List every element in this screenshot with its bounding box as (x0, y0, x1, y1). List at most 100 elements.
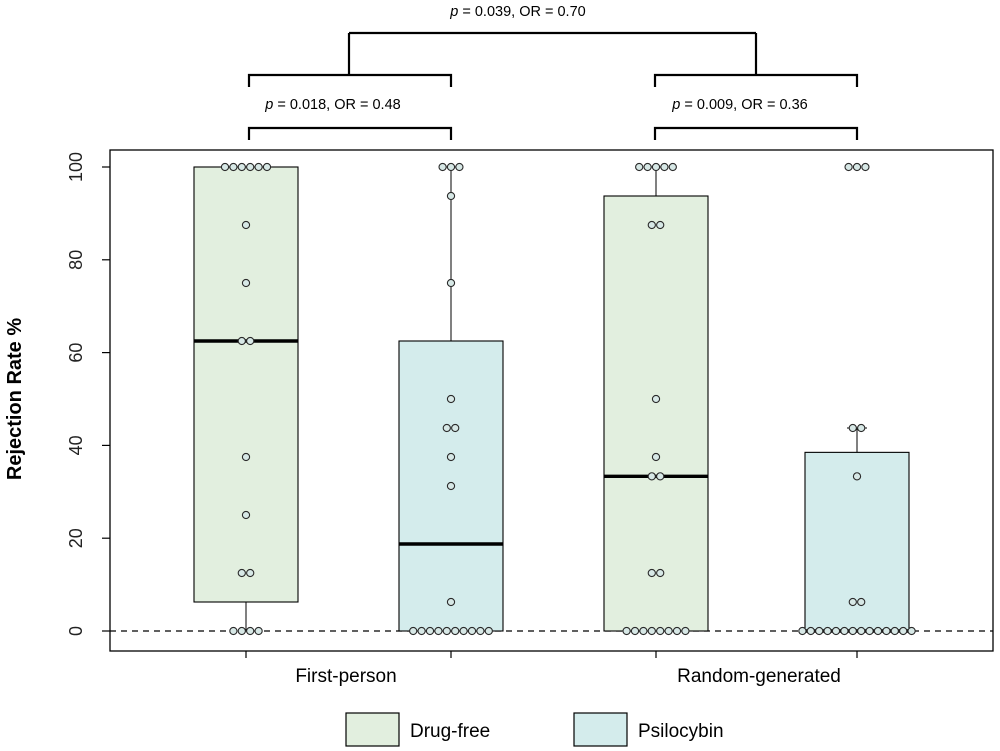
data-point (907, 626, 916, 636)
data-point (254, 626, 263, 636)
data-point (664, 626, 673, 636)
data-point (647, 568, 656, 578)
legend-swatch (573, 712, 628, 747)
data-point (409, 626, 418, 636)
data-point (246, 568, 255, 578)
y-tick-label: 60 (66, 343, 86, 363)
data-point (899, 626, 908, 636)
data-point (622, 626, 631, 636)
legend-label: Drug-free (410, 721, 490, 742)
annotation-first-person: p = 0.018, OR = 0.48 (264, 97, 400, 113)
data-point (651, 162, 661, 172)
data-point (229, 162, 238, 172)
data-point (446, 481, 456, 491)
box-1 (193, 166, 299, 631)
box-4 (804, 427, 910, 633)
boxes-group (193, 166, 910, 633)
data-point (451, 626, 460, 636)
box-body (193, 166, 299, 603)
data-point (857, 597, 866, 607)
data-point (467, 626, 477, 636)
data-point (425, 626, 435, 636)
data-point (660, 162, 669, 172)
data-point (241, 452, 251, 462)
data-point (241, 510, 251, 520)
data-point (861, 162, 870, 172)
data-point (434, 626, 443, 636)
data-point (656, 220, 665, 230)
data-point (848, 423, 857, 433)
data-point (476, 626, 485, 636)
data-point (882, 626, 891, 636)
box-body (804, 451, 910, 632)
y-tick-label: 80 (66, 250, 86, 270)
data-point (246, 336, 255, 346)
data-point (446, 278, 456, 288)
data-point (815, 626, 824, 636)
y-tick-label: 100 (66, 152, 86, 182)
data-point (672, 626, 682, 636)
data-point (844, 162, 853, 172)
data-point (639, 626, 648, 636)
data-point (643, 162, 652, 172)
data-point (262, 162, 272, 172)
data-point (442, 423, 451, 433)
data-point (656, 568, 665, 578)
data-point (681, 626, 690, 636)
data-point (229, 626, 238, 636)
bracket-random-generated-top (653, 73, 859, 87)
data-point (647, 472, 656, 481)
legend-label: Psilocybin (638, 721, 724, 742)
data-point (446, 191, 456, 201)
x-group-label: First-person (295, 666, 396, 687)
data-point (237, 568, 246, 578)
data-point (647, 626, 656, 636)
data-point (647, 220, 656, 230)
box-body (603, 195, 709, 632)
data-point (237, 626, 246, 636)
data-point (865, 626, 874, 636)
data-point (241, 278, 251, 288)
box-3 (603, 166, 709, 632)
legend-swatch (345, 712, 400, 747)
data-point (446, 394, 456, 404)
data-point (873, 626, 883, 636)
bracket-random-generated (653, 126, 859, 140)
data-point (237, 336, 246, 346)
significance-brackets: p = 0.018, OR = 0.48 p = 0.009, OR = 0.36… (247, 4, 859, 140)
data-point (656, 472, 665, 481)
data-point (852, 472, 862, 481)
data-point (890, 626, 899, 636)
annotation-random-generated: p = 0.009, OR = 0.36 (671, 97, 807, 113)
bracket-first-person (247, 126, 453, 140)
data-point (848, 597, 857, 607)
data-point (635, 162, 644, 172)
data-point (446, 597, 456, 607)
data-point (254, 162, 263, 172)
data-point (246, 162, 255, 172)
data-point (630, 626, 640, 636)
data-point (848, 626, 857, 636)
data-point (442, 626, 451, 636)
data-point (446, 162, 456, 172)
y-tick-label: 0 (66, 626, 86, 636)
data-point (840, 626, 849, 636)
data-point (220, 162, 230, 172)
data-point (831, 626, 841, 636)
y-axis: 0 20 40 60 80 100 (66, 152, 110, 636)
y-tick-label: 40 (66, 435, 86, 455)
y-tick-label: 20 (66, 528, 86, 548)
data-point (237, 162, 246, 172)
bracket-first-person-top (247, 73, 453, 87)
data-point (656, 626, 665, 636)
data-point (459, 626, 468, 636)
data-point (451, 423, 460, 433)
data-point (438, 162, 447, 172)
data-point (857, 423, 866, 433)
data-point (241, 220, 251, 230)
data-point (798, 626, 807, 636)
data-point (852, 162, 862, 172)
data-point (806, 626, 815, 636)
